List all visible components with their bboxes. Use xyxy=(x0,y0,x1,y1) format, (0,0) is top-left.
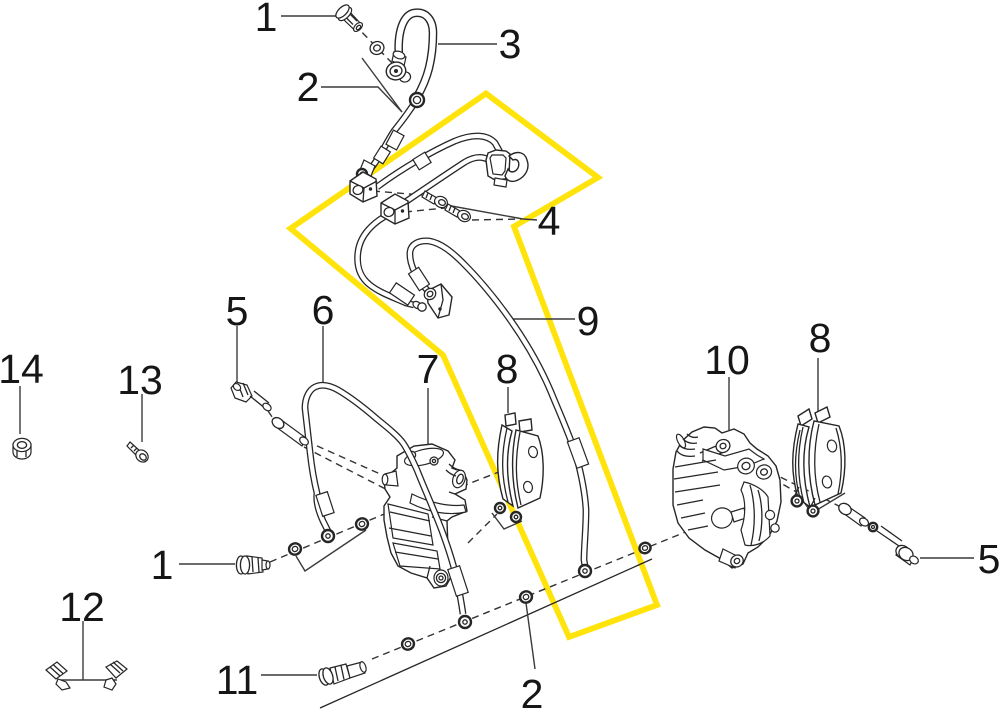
svg-text:6: 6 xyxy=(312,287,335,333)
svg-text:5: 5 xyxy=(226,288,249,334)
svg-text:9: 9 xyxy=(577,298,600,344)
svg-text:8: 8 xyxy=(809,315,832,361)
svg-text:14: 14 xyxy=(0,346,44,392)
svg-text:1: 1 xyxy=(151,542,174,588)
svg-text:2: 2 xyxy=(521,671,544,709)
svg-text:11: 11 xyxy=(216,657,259,703)
svg-text:10: 10 xyxy=(704,337,750,383)
svg-text:13: 13 xyxy=(117,357,163,403)
svg-text:3: 3 xyxy=(499,21,522,67)
svg-text:7: 7 xyxy=(417,346,440,392)
svg-text:2: 2 xyxy=(297,64,320,110)
svg-text:1: 1 xyxy=(255,0,278,40)
svg-text:4: 4 xyxy=(538,198,561,244)
svg-text:8: 8 xyxy=(496,346,519,392)
svg-text:5: 5 xyxy=(978,536,1000,582)
svg-text:12: 12 xyxy=(59,584,105,630)
